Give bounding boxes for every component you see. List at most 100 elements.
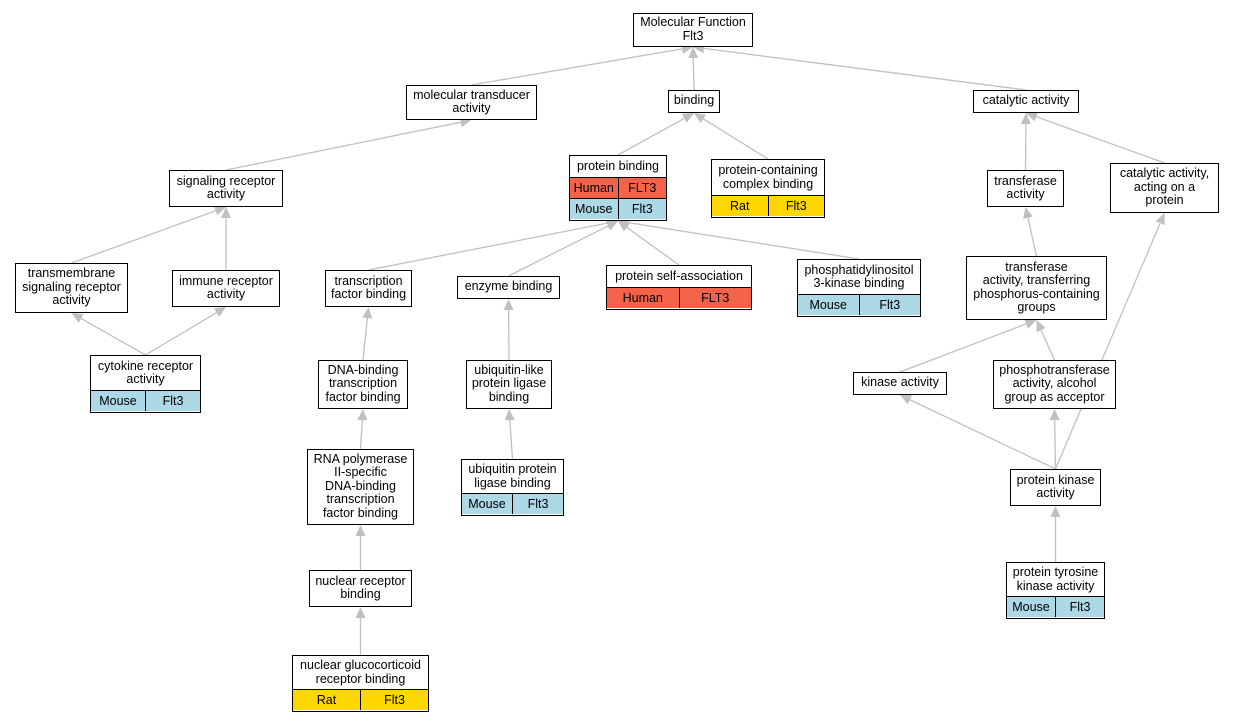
go-term-node-ubl-ligase: ubiquitin-like protein ligase binding — [466, 360, 552, 409]
go-term-node-kinase: kinase activity — [853, 372, 947, 395]
go-term-node-dna-binding-tf: DNA-binding transcription factor binding — [318, 360, 408, 409]
go-term-label: protein self-association — [615, 268, 743, 283]
gene-symbol-cell: Flt3 — [617, 199, 667, 220]
go-term-label: immune receptor activity — [179, 273, 273, 302]
go-term-node-immune: immune receptor activity — [172, 270, 280, 307]
arrowhead — [1023, 207, 1033, 219]
annotation-row: Mouse Flt3 — [91, 390, 200, 412]
arrowhead — [362, 307, 373, 319]
edge-transferase-phos-to-transferase — [1027, 217, 1038, 257]
go-term-label: transferase activity, transferring phosp… — [973, 259, 1100, 315]
go-term-node-nuclear-receptor: nuclear receptor binding — [309, 570, 412, 607]
gene-symbol-cell: Flt3 — [858, 295, 921, 316]
species-cell: Mouse — [99, 394, 137, 409]
go-term-label: cytokine receptor activity — [97, 358, 194, 387]
arrowhead — [1049, 409, 1060, 421]
edge-binding-to-mf — [692, 57, 695, 91]
species-cell: Human — [622, 291, 663, 306]
arrowhead — [355, 607, 366, 618]
go-term-label: RNA polymerase II-specific DNA-binding t… — [313, 451, 408, 520]
species-cell: Mouse — [1012, 600, 1050, 615]
edge-self-assoc-to-protein-binding — [626, 226, 680, 266]
edge-dna-binding-tf-to-tf-binding — [362, 317, 369, 361]
go-term-node-catalytic: catalytic activity — [973, 90, 1079, 113]
go-term-label: phosphotransferase activity, alcohol gro… — [999, 362, 1110, 404]
annotation-row: Mouse Flt3 — [798, 294, 921, 316]
go-term-label: DNA-binding transcription factor binding — [325, 362, 401, 404]
gene-symbol-cell: Flt3 — [145, 391, 200, 412]
arrowhead — [682, 113, 694, 123]
go-term-label: protein binding — [576, 158, 659, 173]
go-term-node-transferase: transferase activity — [987, 170, 1064, 207]
go-term-node-binding: binding — [668, 90, 720, 113]
edge-rna-pol-to-dna-binding-tf — [359, 419, 363, 450]
go-term-node-mf: Molecular Function Flt3 — [633, 13, 753, 47]
arrowhead — [1155, 213, 1165, 226]
go-term-label: transferase activity — [994, 173, 1057, 202]
edge-enzyme-binding-to-protein-binding — [508, 225, 609, 277]
go-term-node-tf-binding: transcription factor binding — [325, 270, 412, 307]
go-term-node-rna-pol: RNA polymerase II-specific DNA-binding t… — [307, 449, 414, 525]
edge-ub-ligase-to-ubl-ligase — [509, 419, 514, 460]
arrowhead — [1020, 113, 1031, 124]
gene-symbol-cell: FLT3 — [617, 178, 667, 199]
species-cell: Rat — [730, 199, 750, 214]
annotation-row: Mouse Flt3 — [1007, 596, 1104, 618]
go-term-node-transducer: molecular transducer activity — [406, 85, 537, 120]
edge-catalytic-protein-to-catalytic — [1036, 116, 1165, 164]
go-term-label: phosphatidylinositol 3-kinase binding — [804, 262, 914, 291]
arrowhead — [688, 47, 699, 59]
edge-protein-kinase-to-phosphotransferase — [1054, 419, 1057, 470]
go-term-node-signaling-receptor: signaling receptor activity — [169, 170, 283, 207]
edge-cytokine-to-immune — [145, 312, 217, 356]
edge-transducer-to-mf — [471, 48, 683, 86]
species-cell: Mouse — [809, 298, 848, 313]
go-term-label: protein-containing complex binding — [718, 163, 818, 191]
annotation-row: Human FLT3 — [607, 287, 752, 309]
go-term-node-protein-kinase: protein kinase activity — [1010, 469, 1101, 506]
gene-symbol-cell: Flt3 — [1055, 597, 1104, 618]
go-term-label: nuclear glucocorticoid receptor binding — [300, 658, 421, 686]
go-term-label: signaling receptor activity — [176, 173, 276, 202]
arrowhead — [71, 313, 84, 323]
go-term-node-enzyme-binding: enzyme binding — [457, 276, 560, 299]
species-cell: Rat — [316, 693, 337, 708]
go-term-label: catalytic activity — [982, 93, 1070, 108]
arrowhead — [214, 206, 226, 216]
edge-protein-kinase-to-kinase — [909, 399, 1056, 470]
edge-tf-binding-to-protein-binding — [368, 222, 608, 271]
go-term-label: Molecular Function Flt3 — [640, 15, 746, 43]
go-term-node-phosphotransferase: phosphotransferase activity, alcohol gro… — [993, 360, 1116, 409]
annotation-row: Rat Flt3 — [712, 195, 825, 217]
gene-symbol-cell: FLT3 — [678, 288, 752, 309]
arrowhead — [214, 307, 226, 317]
arrowhead — [357, 409, 368, 421]
arrowhead — [221, 207, 231, 218]
arrowhead — [900, 395, 913, 405]
edge-phosphotransferase-to-transferase-phos — [1040, 329, 1056, 361]
go-term-label: ubiquitin-like protein ligase binding — [471, 362, 547, 404]
go-term-label: kinase activity — [861, 375, 939, 390]
edge-protein-binding-to-binding — [617, 117, 685, 156]
gene-symbol-cell: Flt3 — [767, 196, 825, 217]
gene-symbol-cell: Flt3 — [512, 494, 563, 515]
go-term-node-transferase-phos: transferase activity, transferring phosp… — [966, 256, 1107, 320]
go-term-label: enzyme binding — [464, 279, 553, 294]
arrowhead — [504, 409, 515, 421]
go-term-node-catalytic-protein: catalytic activity, acting on a protein — [1110, 163, 1219, 213]
go-term-label: protein tyrosine kinase activity — [1012, 565, 1099, 593]
arrowhead — [605, 221, 618, 231]
edge-transmembrane-to-signaling-receptor — [71, 210, 216, 264]
go-term-label: molecular transducer activity — [413, 87, 530, 116]
go-term-label: transmembrane signaling receptor activit… — [22, 266, 121, 308]
arrowhead — [503, 299, 514, 310]
